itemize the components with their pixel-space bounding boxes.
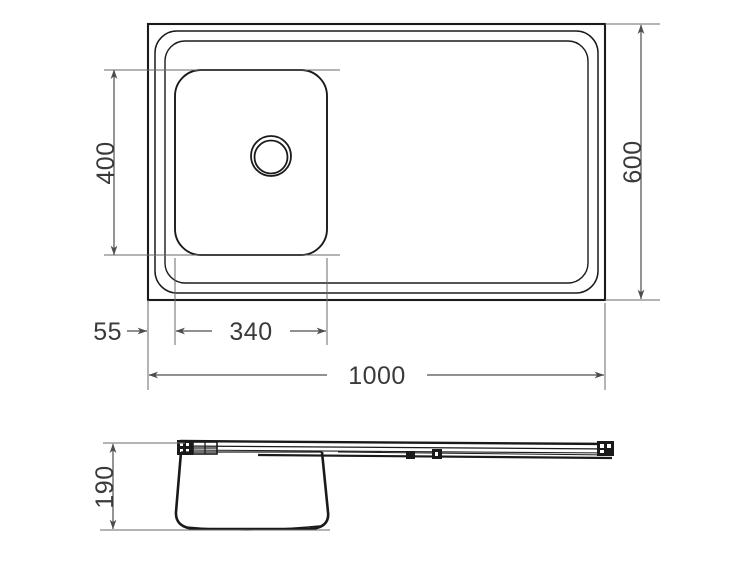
sink-rim-outline — [154, 30, 599, 294]
dimension-bowl-width-340: 340 — [175, 317, 327, 346]
drain-outer-circle — [250, 135, 292, 177]
dimension-overall-depth-600: 600 — [619, 24, 647, 300]
dimension-overall-width-1000: 1000 — [148, 361, 605, 390]
drain-inner-circle — [253, 139, 289, 175]
dimension-left-margin-55: 55 — [93, 318, 148, 346]
dimension-bowl-height-190: 190 — [91, 443, 119, 530]
dimension-bowl-depth-400: 400 — [92, 69, 120, 256]
sink-outer-edge — [146, 22, 607, 302]
dimension-label-55: 55 — [93, 318, 122, 346]
dimension-label-1000-backdrop — [327, 361, 427, 389]
dimension-label-1000: 1000 — [348, 362, 406, 390]
dimension-label-340-backdrop — [212, 317, 290, 345]
right-end-cap-detail — [597, 441, 614, 456]
left-rim-bracket-detail — [177, 440, 218, 455]
dimension-label-190: 190 — [91, 465, 119, 508]
plan-view: 400 600 340 55 1000 — [92, 22, 660, 390]
dimension-label-400: 400 — [92, 141, 120, 184]
dimension-label-340: 340 — [229, 318, 272, 346]
section-witness-lines — [100, 442, 330, 531]
sink-deck-outline — [164, 40, 589, 284]
dimension-label-600: 600 — [619, 140, 647, 183]
deck-bracket-details — [406, 449, 442, 459]
plan-witness-lines — [104, 23, 660, 390]
section-view: 190 — [91, 439, 614, 531]
